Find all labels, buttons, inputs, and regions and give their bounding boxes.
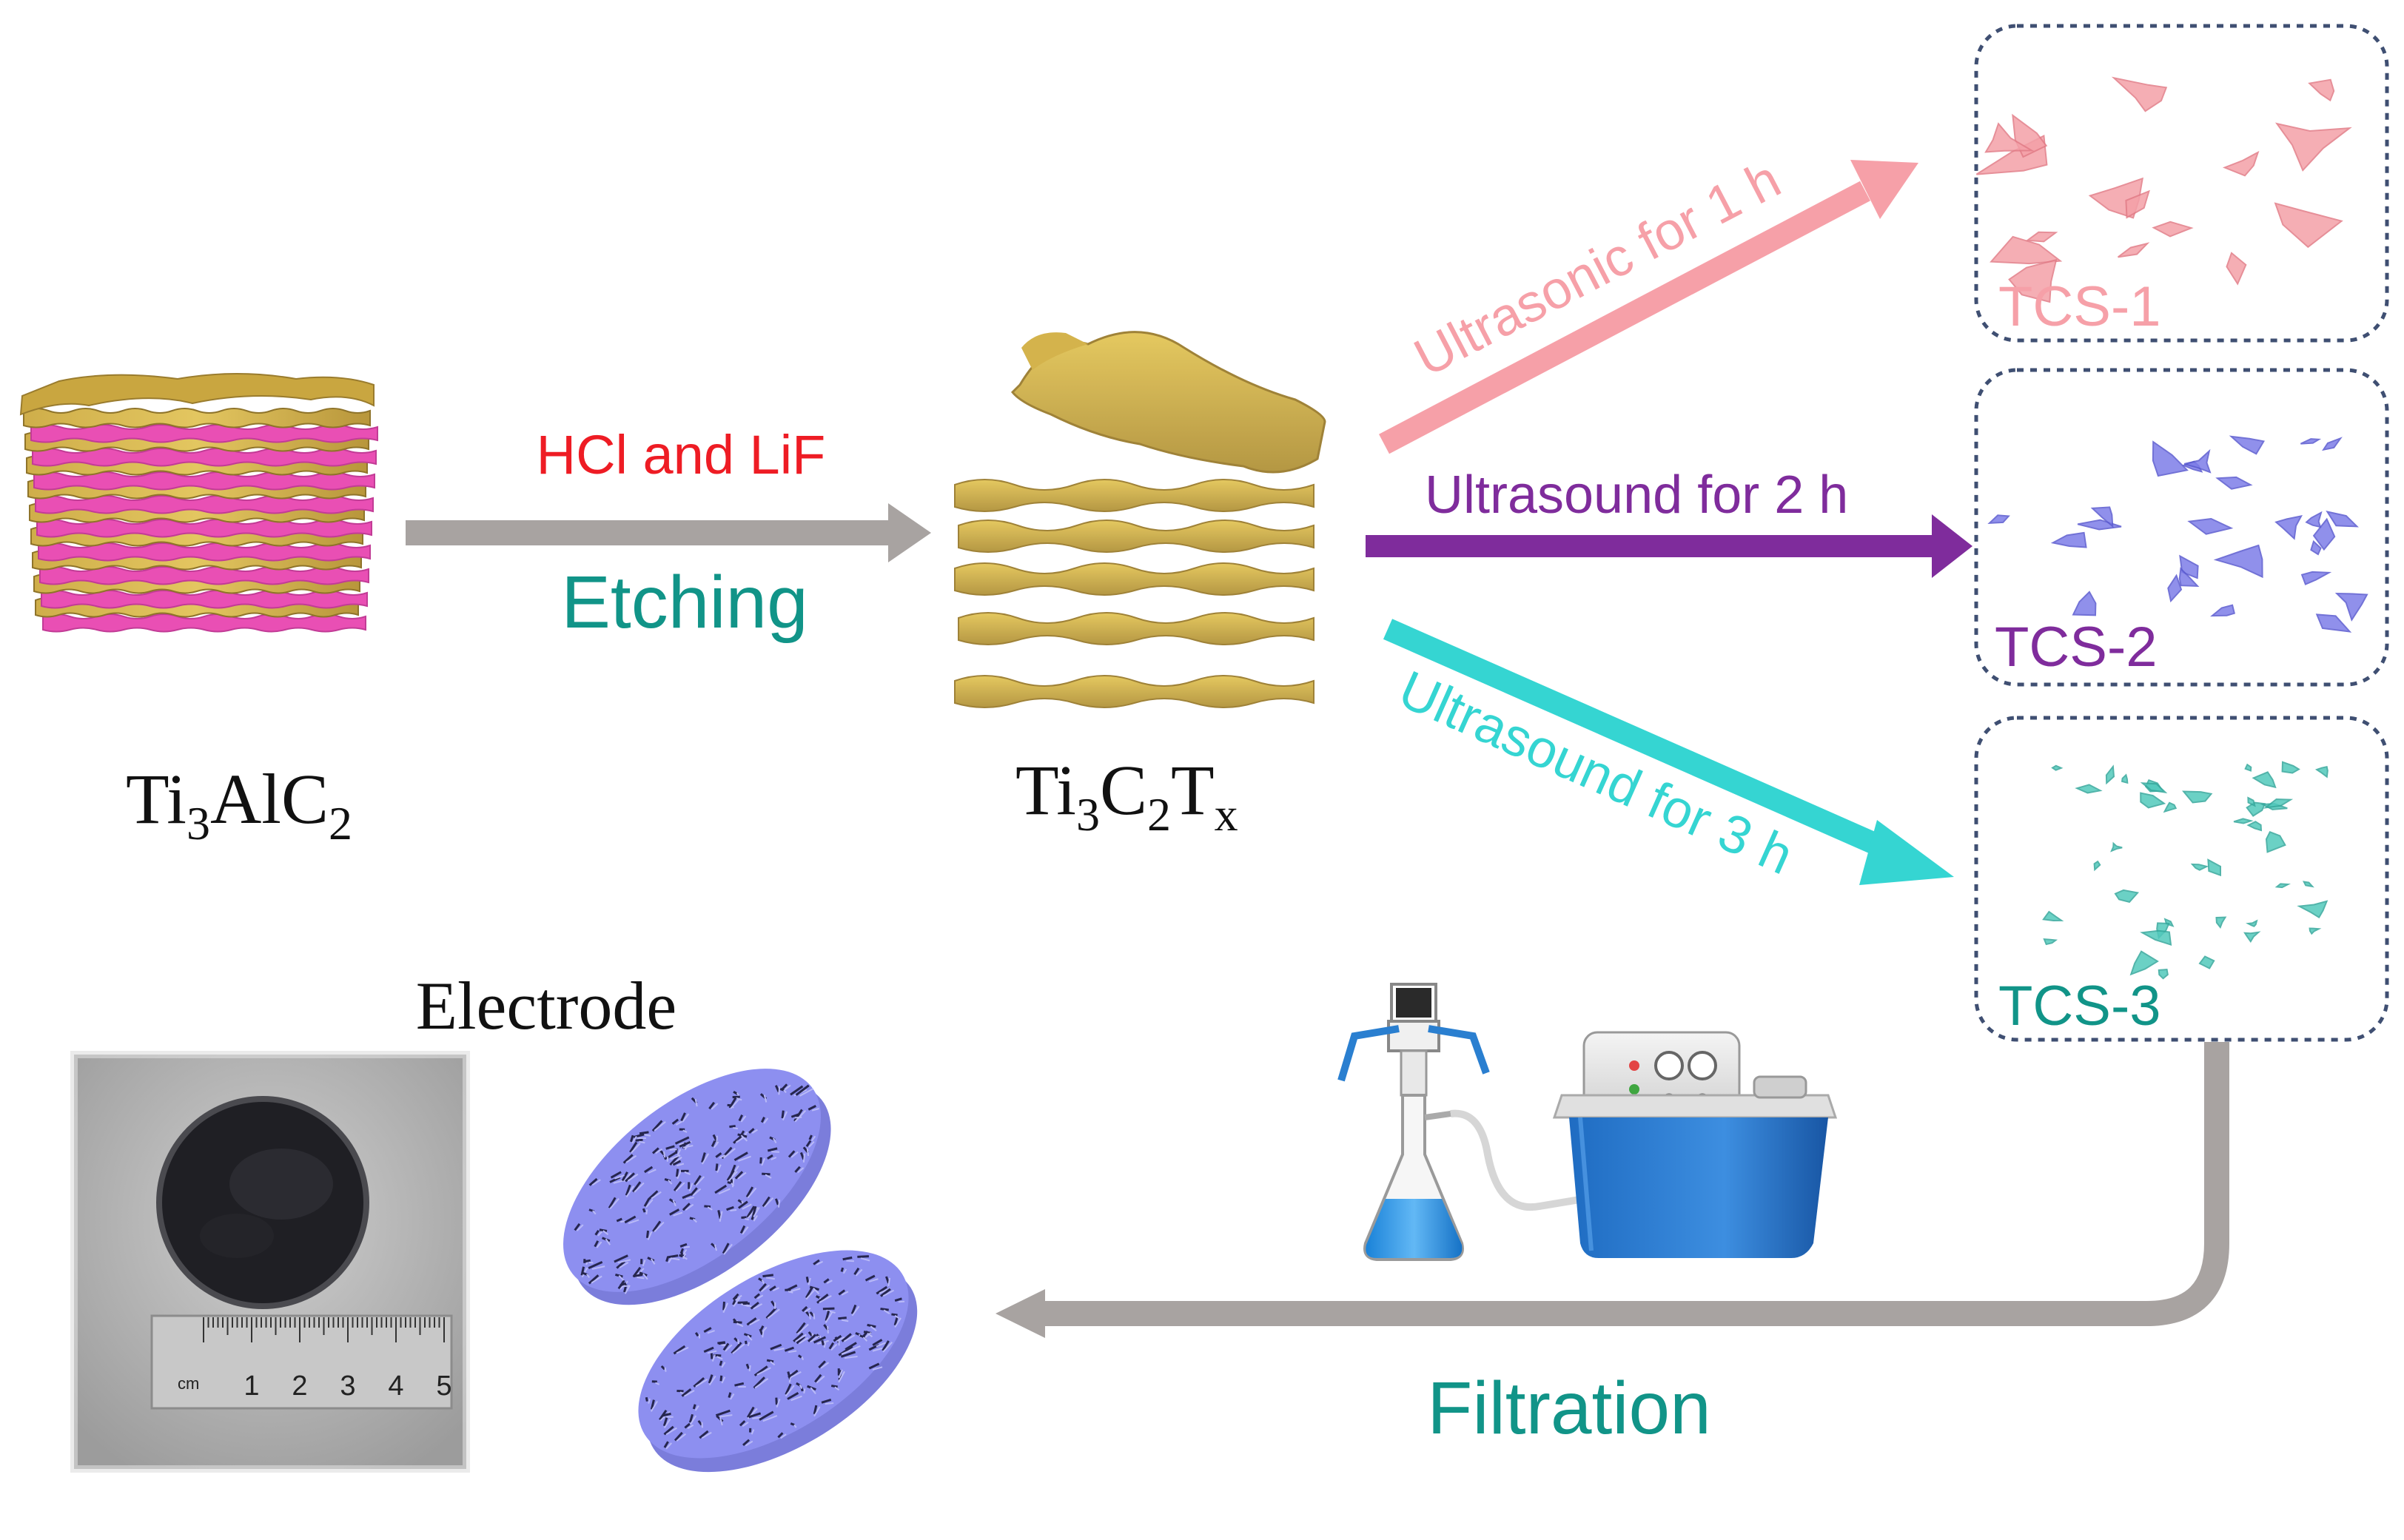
electrode-photo: cm 1 2 3 4 5 [70, 1051, 470, 1473]
tcs3-box: TCS-3 [1974, 716, 2389, 1042]
etching-reagent-label: HCl and LiF [537, 424, 826, 485]
ultrasound-2h-arrow [1366, 514, 1972, 578]
filtration-arrow [995, 1042, 2229, 1338]
tcs1-label: TCS-1 [1998, 275, 2161, 338]
tcs2-box: TCS-2 [1974, 368, 2389, 687]
ultrasonic-1h-arrow [1379, 160, 1918, 454]
tcs2-label: TCS-2 [1995, 616, 2158, 679]
ti3c2tx-label: Ti3C2Tx [1015, 750, 1238, 841]
ruler-tick-label: 4 [388, 1371, 403, 1402]
electrode-film-illustration [563, 1069, 918, 1473]
ruler-tick-label: 3 [340, 1371, 355, 1402]
tcs1-box: TCS-1 [1974, 24, 2389, 343]
ruler-tick-label: 1 [244, 1371, 259, 1402]
electrode-title: Electrode [416, 968, 676, 1043]
filtration-label: Filtration [1427, 1367, 1710, 1450]
ti3alc2-stack-illustration [19, 373, 378, 633]
vacuum-filtration-apparatus [1337, 983, 1838, 1261]
etching-label: Etching [561, 561, 808, 644]
ultrasound-3h-arrow [1383, 619, 1954, 885]
ultrasound-2h-label: Ultrasound for 2 h [1425, 465, 1848, 525]
ti3alc2-label: Ti3AlC2 [126, 759, 352, 850]
tcs3-label: TCS-3 [1998, 975, 2161, 1038]
etching-arrow [406, 503, 931, 562]
ruler-unit: cm [178, 1374, 199, 1393]
ruler-tick-label: 5 [436, 1371, 451, 1402]
ruler: cm 1 2 3 4 5 [150, 1314, 453, 1410]
ti3c2tx-layers-illustration [954, 331, 1326, 708]
ruler-tick-label: 2 [292, 1371, 307, 1402]
